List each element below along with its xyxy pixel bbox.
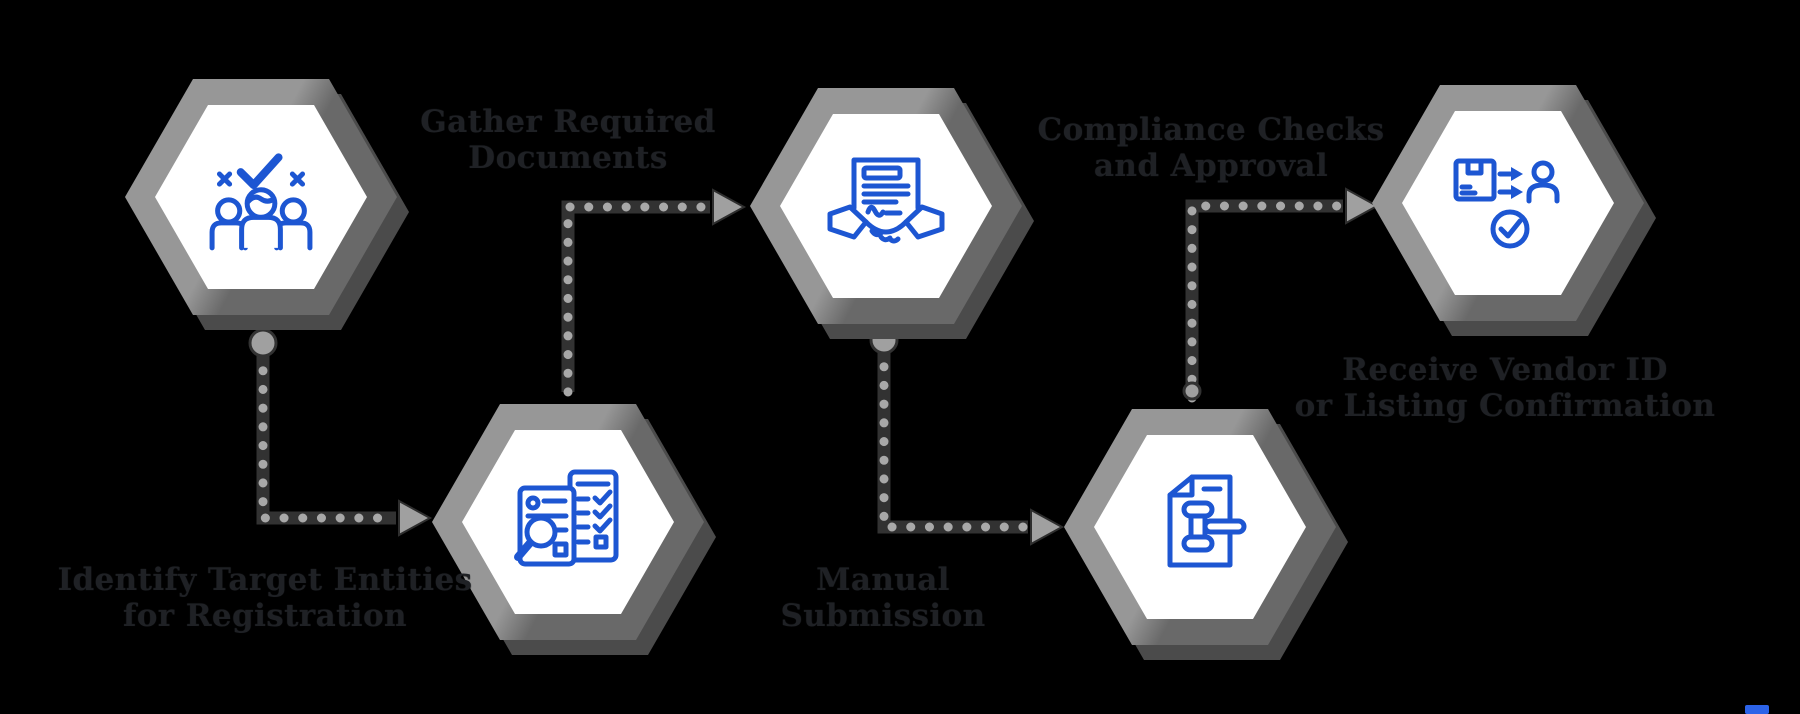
hexagon-step-5 (1372, 85, 1656, 336)
step-label-3: Manual Submission (780, 562, 985, 634)
step-label-5-line1: Receive Vendor ID (1342, 352, 1668, 388)
connector-start-dot (1182, 381, 1202, 401)
step-label-2-line1: Gather Required (420, 104, 716, 140)
hexagon-face (1402, 111, 1614, 295)
hexagon-step-1 (125, 79, 409, 330)
connector-step3-to-step4 (869, 325, 1065, 546)
accent-chip (1745, 705, 1769, 714)
arrowhead-icon (1030, 508, 1065, 546)
connector-step1-to-step2 (248, 328, 433, 537)
hexagon-step-3 (750, 88, 1034, 339)
step-label-5-line2: or Listing Confirmation (1294, 388, 1716, 424)
contract-handshake-icon (826, 152, 946, 262)
arrowhead-icon (1345, 187, 1380, 225)
hexagon-step-2 (432, 404, 716, 655)
connector-step2-to-step3 (561, 188, 747, 397)
step-label-4: Compliance Checks and Approval (1038, 112, 1385, 184)
step-label-2: Gather Required Documents (420, 104, 715, 176)
step-label-3-line1: Manual (816, 562, 950, 598)
team-check-icon (201, 143, 321, 253)
step-label-4-line2: and Approval (1093, 148, 1329, 184)
arrowhead-icon (398, 499, 433, 537)
step-label-5: Receive Vendor ID or Listing Confirmatio… (1295, 352, 1716, 424)
step-label-1: Identify Target Entities for Registratio… (58, 562, 473, 634)
package-handoff-check-icon (1448, 149, 1568, 259)
step-label-2-line2: Documents (468, 140, 668, 176)
step-label-1-line2: for Registration (123, 598, 407, 634)
connector-start-dot (248, 328, 278, 358)
connector-step4-to-step5 (1182, 187, 1380, 403)
step-label-4-line1: Compliance Checks (1037, 112, 1385, 148)
step-label-1-line1: Identify Target Entities (57, 562, 473, 598)
document-gavel-icon (1140, 473, 1260, 583)
document-review-icon (508, 468, 628, 578)
hexagon-step-4 (1064, 409, 1348, 660)
step-label-3-line2: Submission (780, 598, 986, 634)
hexagon-face (1094, 435, 1306, 619)
arrowhead-icon (712, 188, 747, 226)
